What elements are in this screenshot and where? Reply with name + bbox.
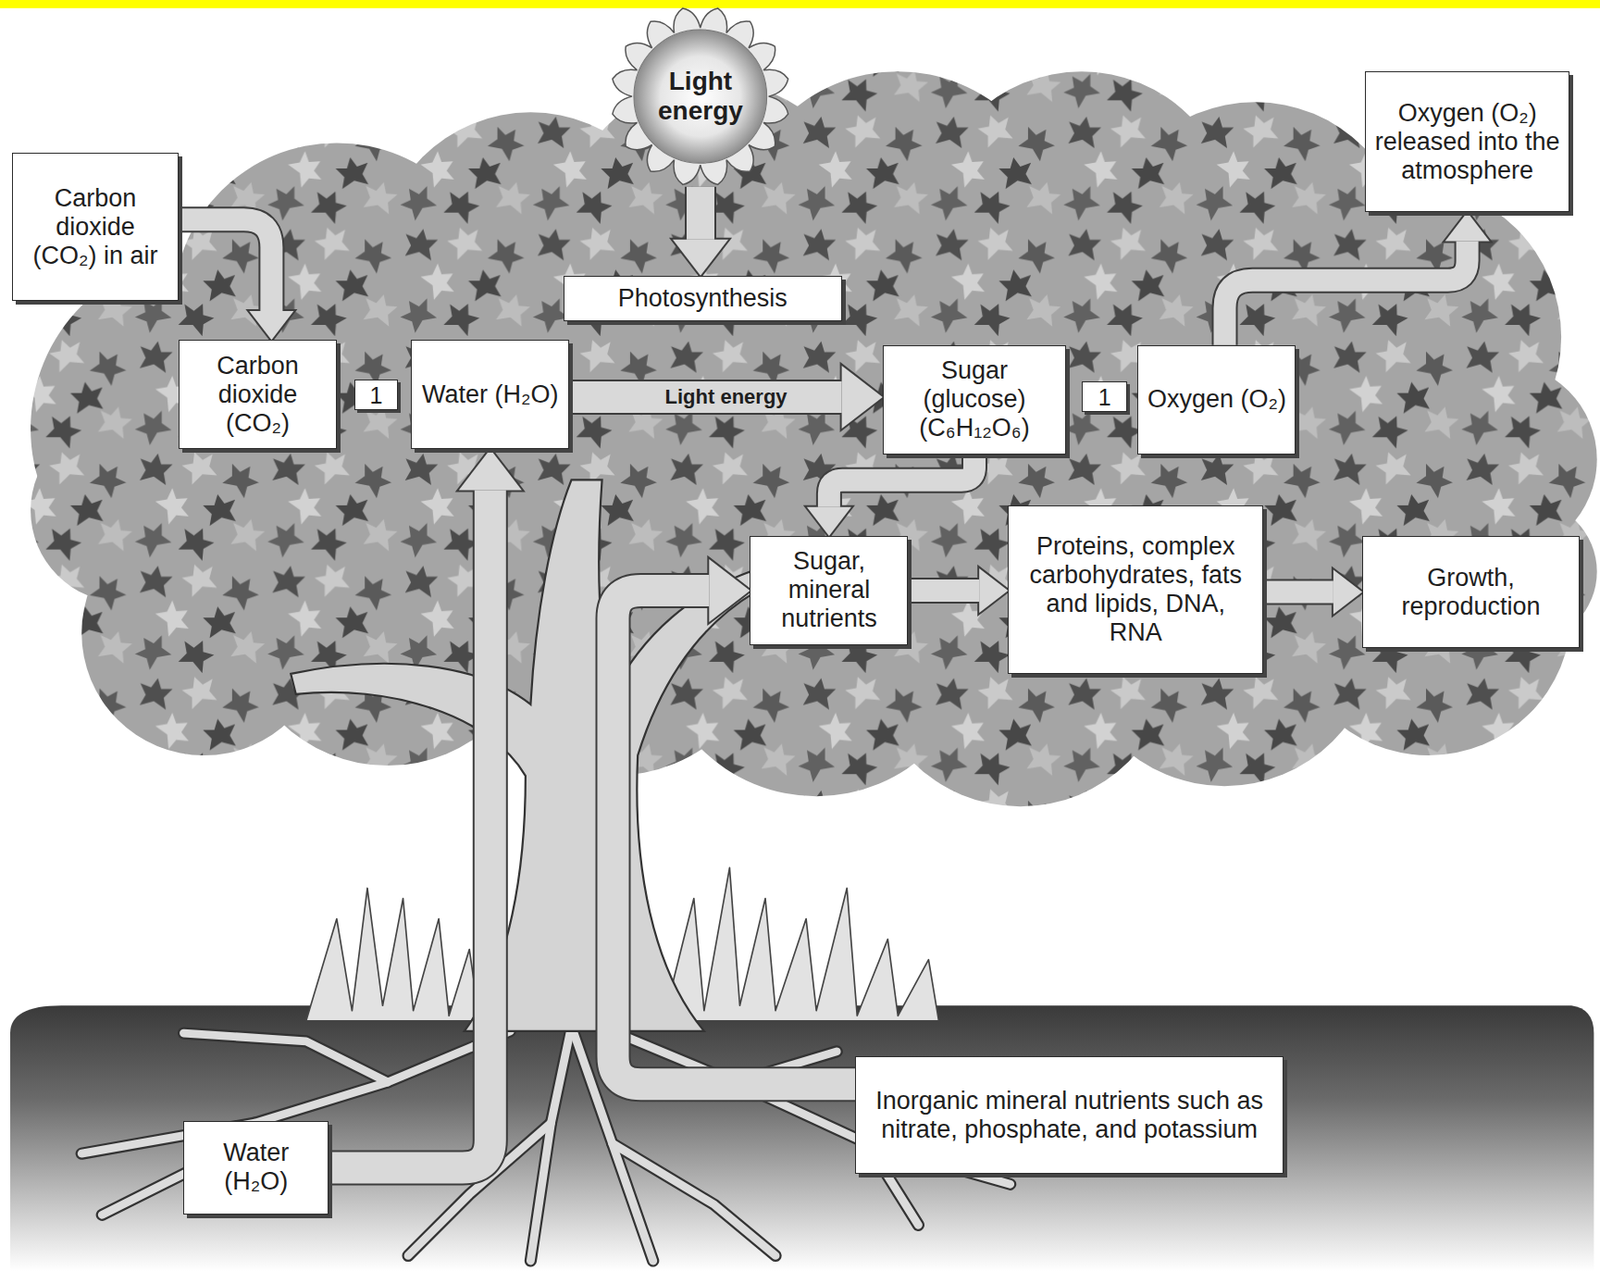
node-text: Light energy: [635, 66, 766, 126]
process-box: Oxygen (O₂) released into the atmosphere: [1364, 71, 1570, 212]
arrowhead: [806, 507, 852, 536]
node-text: Photosynthesis: [572, 284, 833, 313]
process-box: Proteins, complex carbohydrates, fats an…: [1007, 505, 1264, 674]
flow-arrow: [569, 365, 883, 429]
arrow-outline: [684, 186, 717, 240]
arrowhead: [248, 310, 294, 340]
arrow-outline: [178, 219, 272, 311]
arrowhead: [842, 365, 883, 429]
process-box: Sugar, mineral nutrients: [749, 535, 908, 645]
arrow-body: [686, 186, 715, 240]
process-box: Growth, reproduction: [1362, 535, 1580, 648]
arrowhead-outline: [1333, 570, 1363, 615]
flow-arrow: [806, 454, 975, 536]
node-text: Sugar, mineral nutrients: [758, 546, 899, 633]
sun-node: Light energy: [607, 5, 794, 187]
arrow-body: [569, 381, 842, 413]
flow-arrow: [1225, 211, 1490, 345]
arrow-body: [1225, 241, 1468, 346]
arrowhead: [708, 558, 750, 622]
node-text: Oxygen (O₂) released into the atmosphere: [1374, 99, 1561, 186]
arrowhead-outline: [458, 448, 522, 490]
top-bar: [0, 0, 1600, 9]
arrow-body: [1263, 581, 1334, 604]
callout-number: 1: [1081, 381, 1129, 412]
flow-arrow: [672, 186, 729, 276]
arrow-outline: [613, 590, 856, 1084]
sun-body: [633, 29, 768, 163]
arrowhead: [458, 448, 522, 490]
flow-arrow: [178, 219, 294, 340]
flow-arrow: [328, 448, 522, 1167]
arrowhead-outline: [672, 239, 729, 276]
flow-arrow: [907, 568, 1008, 613]
arrow-body: [178, 219, 272, 311]
arrow-outline: [569, 379, 842, 415]
flow-arrow: [1263, 570, 1363, 615]
arrow-body: [328, 489, 491, 1167]
node-text: 1: [1086, 384, 1124, 410]
process-box: Photosynthesis: [563, 275, 843, 323]
arrowhead-outline: [842, 365, 883, 429]
arrowhead: [979, 568, 1008, 613]
arrowhead-outline: [979, 568, 1008, 613]
arrowhead-outline: [708, 558, 750, 622]
arrow-outline: [1263, 579, 1334, 606]
arrowhead: [672, 239, 729, 276]
arrow-outline: [907, 577, 980, 604]
process-box: Water (H₂O): [410, 339, 570, 449]
process-box: Carbon dioxide (CO₂): [178, 339, 337, 449]
node-text: Oxygen (O₂): [1146, 384, 1287, 414]
node-text: Water (H₂O): [420, 380, 560, 410]
arrowhead-outline: [1445, 211, 1490, 241]
arrow-label: Light energy: [661, 384, 792, 410]
arrowhead-outline: [806, 507, 852, 536]
arrowhead: [1333, 570, 1363, 615]
node-text: Growth, reproduction: [1371, 563, 1571, 621]
process-box: Carbon dioxide (CO₂) in air: [12, 152, 179, 301]
arrowhead: [1445, 211, 1490, 241]
node-text: Carbon dioxide (CO₂) in air: [21, 184, 170, 271]
node-text: Inorganic mineral nutrients such as nitr…: [864, 1086, 1275, 1144]
sun-rays: [612, 7, 789, 184]
arrow-body: [613, 590, 856, 1084]
trunk: [290, 479, 756, 1031]
canopy: [30, 71, 1598, 807]
node-text: Water (H₂O): [192, 1138, 320, 1196]
process-box: Oxygen (O₂): [1137, 345, 1296, 455]
arrow-outline: [1225, 241, 1468, 346]
process-box: Water (H₂O): [183, 1120, 329, 1215]
process-box: Inorganic mineral nutrients such as nitr…: [855, 1055, 1284, 1174]
callout-number: 1: [354, 379, 398, 410]
arrowhead-outline: [248, 310, 294, 340]
node-text: Proteins, complex carbohydrates, fats an…: [1017, 532, 1254, 647]
ground: [10, 1004, 1594, 1271]
arrow-outline: [829, 454, 975, 508]
node-text: Sugar (glucose) (C₆H₁₂O₆): [892, 356, 1057, 443]
node-text: Carbon dioxide (CO₂): [187, 351, 328, 438]
node-text: 1: [359, 382, 394, 409]
arrow-body: [907, 579, 980, 602]
process-box: Sugar (glucose) (C₆H₁₂O₆): [882, 345, 1067, 455]
arrow-body: [829, 454, 975, 508]
arrow-outline: [328, 489, 491, 1167]
